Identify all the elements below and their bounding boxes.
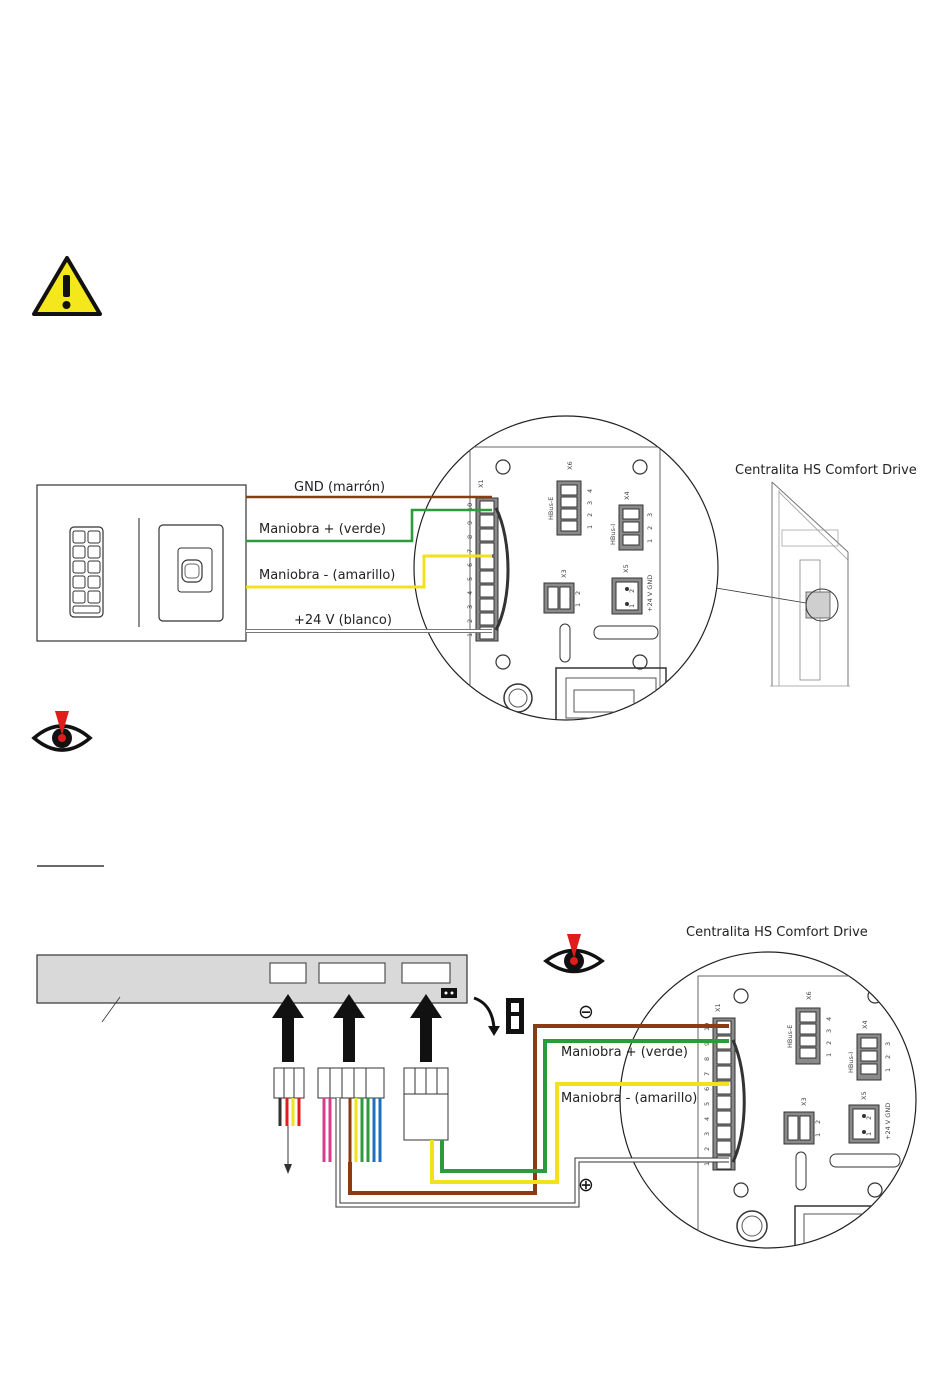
x1-pin: 2 (466, 619, 474, 623)
hbus-i-label: HBus-I (847, 1052, 855, 1073)
x3-label: X3 (560, 569, 568, 578)
control-unit-panel (36, 954, 468, 1023)
x1-pin: 9 (466, 521, 474, 525)
x5-label: X5 (860, 1091, 868, 1100)
x6-pin: 1 (825, 1053, 833, 1057)
x3-label: X3 (800, 1097, 808, 1106)
wires-diagram-2 (335, 1024, 729, 1208)
x4-pin: 3 (884, 1042, 892, 1046)
plus-icon: ⊕ (578, 1174, 594, 1196)
x1-pin: 10 (466, 503, 474, 511)
x5-pin: 1 (628, 604, 636, 608)
x3-pin: 2 (814, 1120, 822, 1124)
x5-pin: 1 (865, 1132, 873, 1136)
x4-label: X4 (861, 1020, 869, 1029)
x5-voltage-label: +24 V GND (646, 575, 654, 612)
x6-pin: 3 (825, 1029, 833, 1033)
x1-pin: 3 (703, 1132, 711, 1136)
x1-label: X1 (477, 479, 485, 488)
x3-pin: 1 (814, 1133, 822, 1137)
x6-label: X6 (805, 991, 813, 1000)
board-title-2: Centralita HS Comfort Drive (686, 925, 868, 940)
hbus-e-label: HBus-E (547, 497, 555, 520)
x1-pin: 9 (703, 1042, 711, 1046)
x1-pin: 5 (703, 1102, 711, 1106)
x3-pin: 2 (574, 591, 582, 595)
x5-pin: 2 (628, 589, 636, 593)
zoom-leader-line-1 (715, 587, 807, 604)
keypad-device (36, 484, 247, 642)
x1-pin: 7 (703, 1072, 711, 1076)
wire-label-maniobra-minus: Maniobra - (amarillo) (259, 568, 395, 583)
x1-pin: 1 (466, 633, 474, 637)
x1-pin: 5 (466, 577, 474, 581)
plug-arrows (272, 994, 442, 1062)
x4-label: X4 (623, 491, 631, 500)
x4-pin: 2 (646, 526, 654, 530)
x6-pin: 1 (586, 525, 594, 529)
keypad-buttons (69, 526, 104, 618)
x1-pin: 3 (466, 605, 474, 609)
x6-pin: 3 (586, 501, 594, 505)
x6-pin: 2 (586, 513, 594, 517)
wire-label-maniobra-plus: Maniobra + (verde) (259, 522, 386, 537)
x3-pin: 1 (574, 603, 582, 607)
x6-pin: 4 (586, 489, 594, 493)
plug-8pin (317, 1067, 385, 1162)
plug-3pin (273, 1067, 305, 1174)
x4-pin: 2 (884, 1055, 892, 1059)
x1-pin: 4 (703, 1117, 711, 1121)
hbus-i-label: HBus-I (609, 524, 617, 545)
x5-pin: 2 (865, 1116, 873, 1120)
x1-pin: 4 (466, 591, 474, 595)
x1-pin: 8 (703, 1057, 711, 1061)
x6-pin: 4 (825, 1017, 833, 1021)
eye-icon (543, 934, 605, 974)
x1-label: X1 (714, 1003, 722, 1012)
x1-pin: 8 (466, 535, 474, 539)
x4-pin: 1 (884, 1068, 892, 1072)
jumper-icon (473, 996, 524, 1036)
x1-pin: 1 (703, 1162, 711, 1166)
wire-label-maniobra-plus-2: Maniobra + (verde) (561, 1045, 688, 1060)
board-zoom-2: X1 X6 X4 X3 X5 HBus-E HBus-I +24 V GND 1… (619, 951, 917, 1249)
wire-label-maniobra-minus-2: Maniobra - (amarillo) (561, 1091, 697, 1106)
eye-icon (31, 711, 93, 752)
warning-triangle-icon (32, 256, 102, 316)
fingerprint-reader (158, 524, 224, 622)
x1-pin: 6 (466, 563, 474, 567)
minus-icon: ⊖ (578, 1001, 594, 1023)
board-title-1: Centralita HS Comfort Drive (735, 463, 917, 478)
wires-diagram-1 (246, 495, 492, 633)
plug-4pin (403, 1067, 449, 1141)
x1-pin: 7 (466, 549, 474, 553)
wire-label-gnd: GND (marrón) (294, 480, 385, 495)
x1-pin: 6 (703, 1087, 711, 1091)
x5-voltage-label: +24 V GND (884, 1103, 892, 1140)
board-zoom-1: X1 X6 X4 X3 X5 HBus-E HBus-I +24 V GND 1… (413, 415, 719, 721)
hbus-e-label: HBus-E (786, 1025, 794, 1048)
door-frame-sketch (770, 481, 850, 687)
x1-pin: 2 (703, 1147, 711, 1151)
wire-label-24v: +24 V (blanco) (294, 613, 392, 628)
x5-label: X5 (622, 564, 630, 573)
x4-pin: 1 (646, 539, 654, 543)
x6-pin: 2 (825, 1041, 833, 1045)
x4-pin: 3 (646, 513, 654, 517)
x6-label: X6 (566, 461, 574, 470)
